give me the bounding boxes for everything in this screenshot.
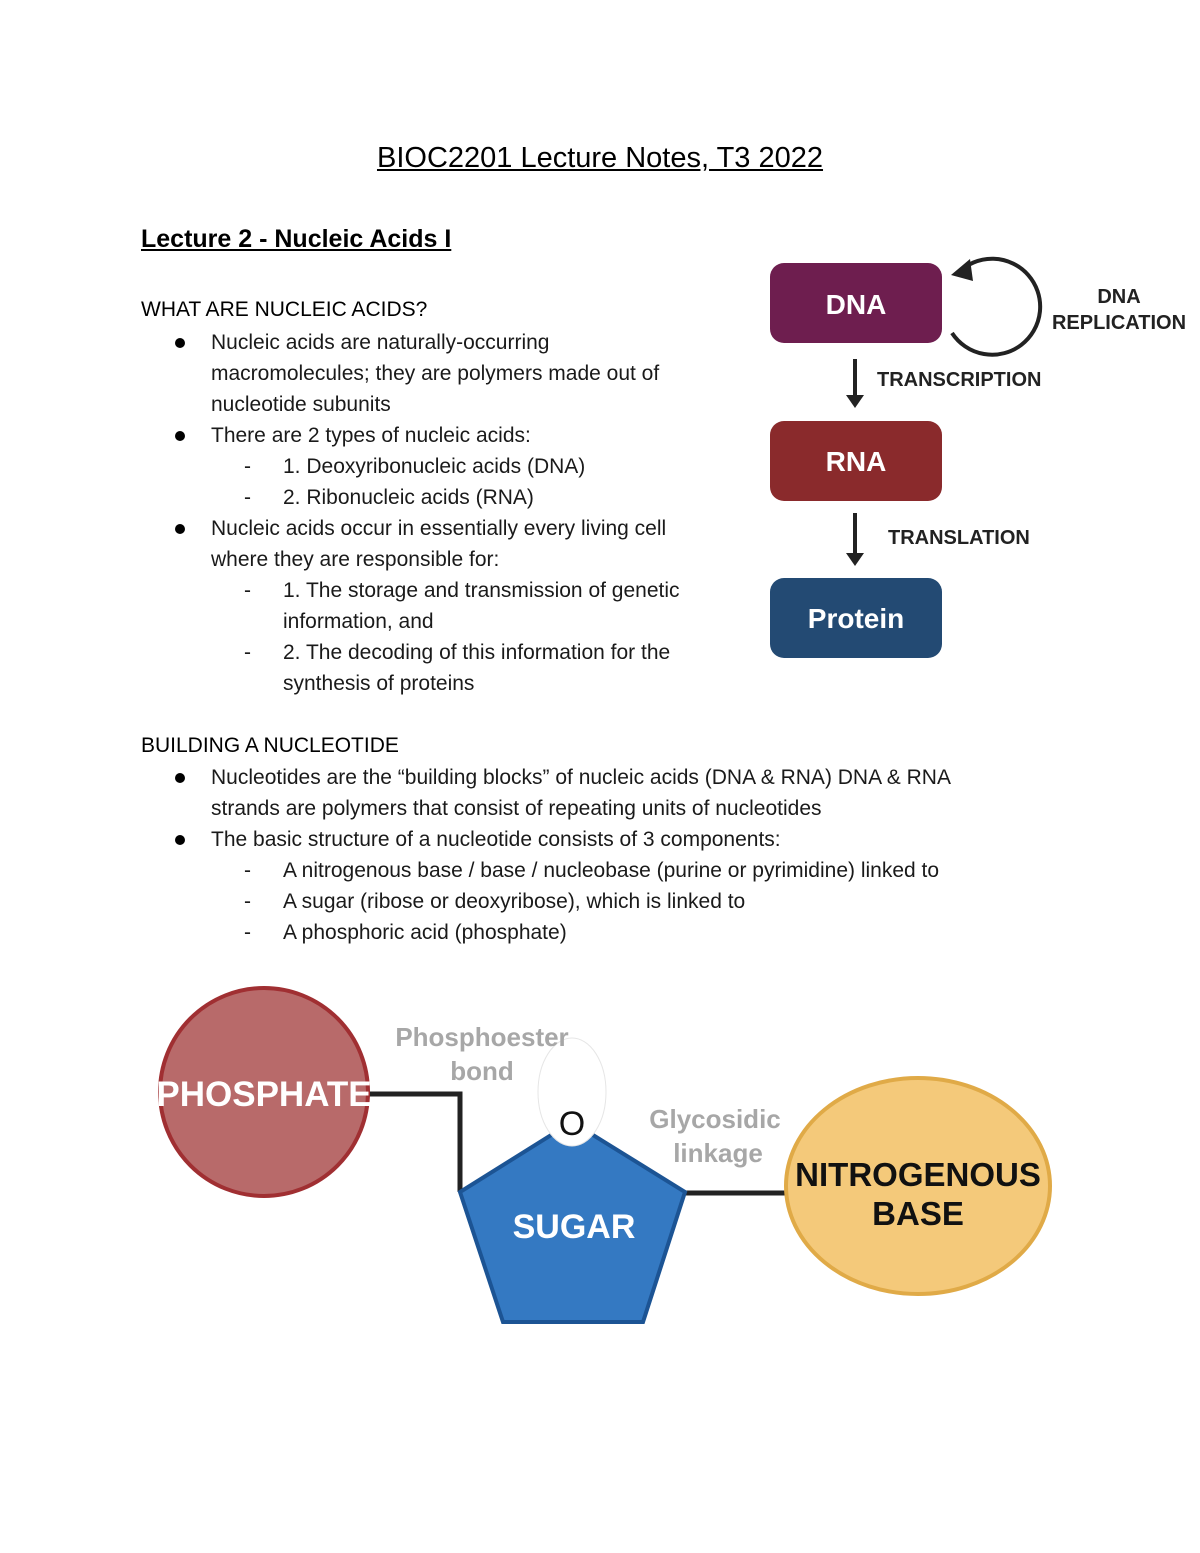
replication-loop-arrow bbox=[950, 256, 1043, 357]
bullet-text-line: strands are polymers that consist of rep… bbox=[211, 797, 822, 820]
nucleic-acids-list: Nucleic acids are naturally-occurring ma… bbox=[175, 327, 751, 699]
nucleotide-list: Nucleotides are the “building blocks” of… bbox=[175, 762, 1111, 948]
bullet-text-line: nucleotide subunits bbox=[211, 393, 391, 416]
bullet-icon bbox=[175, 773, 185, 783]
protein-box bbox=[770, 578, 942, 658]
phosphoester-bond-line bbox=[368, 1091, 463, 1192]
translation-arrowhead-icon bbox=[846, 553, 864, 566]
replication-label-line1: DNA bbox=[1097, 286, 1140, 308]
bullet-icon bbox=[175, 524, 185, 534]
document-title: BIOC2201 Lecture Notes, T3 2022 bbox=[376, 142, 824, 174]
sub-list-item: - 2. The decoding of this information fo… bbox=[244, 637, 751, 699]
rna-box bbox=[770, 421, 942, 501]
transcription-label: TRANSCRIPTION bbox=[877, 369, 1041, 391]
sub-text-line: A nitrogenous base / base / nucleobase (… bbox=[283, 859, 940, 882]
sub-text-line: A phosphoric acid (phosphate) bbox=[283, 921, 567, 944]
base-label-line2: BASE bbox=[872, 1195, 964, 1232]
bullet-text-line: Nucleic acids occur in essentially every… bbox=[211, 517, 667, 540]
bullet-text-line: macromolecules; they are polymers made o… bbox=[211, 362, 660, 385]
sugar-pentagon bbox=[457, 1119, 688, 1324]
bullet-icon bbox=[175, 835, 185, 845]
sub-text-line: information, and bbox=[283, 610, 434, 633]
bullet-icon bbox=[175, 338, 185, 348]
list-item: Nucleic acids occur in essentially every… bbox=[175, 513, 751, 699]
translation-label: TRANSLATION bbox=[888, 527, 1030, 549]
section-heading-building-nucleotide: BUILDING A NUCLEOTIDE bbox=[141, 734, 399, 757]
phosphoester-label-line1: Phosphoester bbox=[395, 1022, 568, 1052]
list-item: The basic structure of a nucleotide cons… bbox=[175, 824, 1111, 948]
phosphate-label: PHOSPHATE bbox=[156, 1075, 371, 1114]
sub-list-item: - A sugar (ribose or deoxyribose), which… bbox=[244, 886, 1111, 917]
base-label-line1: NITROGENOUS bbox=[795, 1156, 1041, 1193]
dash-marker: - bbox=[244, 859, 251, 882]
phosphoester-label-line2: bond bbox=[450, 1056, 514, 1086]
bullet-text-line: The basic structure of a nucleotide cons… bbox=[211, 828, 781, 851]
list-item: Nucleotides are the “building blocks” of… bbox=[175, 762, 1111, 824]
bullet-text-line: Nucleic acids are naturally-occurring bbox=[211, 331, 550, 354]
nucleotide-structure-diagram: PHOSPHATE O SUGAR NITROGENOUS BASE Phosp… bbox=[156, 986, 1052, 1324]
phosphate-circle bbox=[158, 986, 370, 1198]
sub-text-line: synthesis of proteins bbox=[283, 672, 475, 695]
sub-list-item: - 1. The storage and transmission of gen… bbox=[244, 575, 751, 637]
glycosidic-label-line1: Glycosidic bbox=[649, 1104, 781, 1134]
list-item: Nucleic acids are naturally-occurring ma… bbox=[175, 327, 751, 420]
protein-box-label: Protein bbox=[808, 603, 904, 634]
oxygen-bubble bbox=[537, 1037, 607, 1147]
dash-marker: - bbox=[244, 890, 251, 913]
sub-list-item: - 1. Deoxyribonucleic acids (DNA) bbox=[244, 451, 751, 482]
sub-text-line: 1. Deoxyribonucleic acids (DNA) bbox=[283, 455, 586, 478]
section-heading-nucleic-acids: WHAT ARE NUCLEIC ACIDS? bbox=[141, 298, 428, 321]
dash-marker: - bbox=[244, 579, 251, 602]
transcription-arrowhead-icon bbox=[846, 395, 864, 408]
oxygen-label: O bbox=[559, 1105, 585, 1143]
lecture-title: Lecture 2 - Nucleic Acids I bbox=[141, 225, 452, 253]
nitrogenous-base-circle bbox=[784, 1076, 1052, 1296]
sub-list-item: - A nitrogenous base / base / nucleobase… bbox=[244, 855, 1111, 886]
replication-arrowhead-icon bbox=[951, 259, 973, 281]
bullet-text-line: There are 2 types of nucleic acids: bbox=[211, 424, 531, 447]
rna-box-label: RNA bbox=[826, 446, 887, 477]
sub-text-line: 2. The decoding of this information for … bbox=[283, 641, 671, 664]
central-dogma-diagram: DNA DNA REPLICATION TRANSCRIPTION RNA TR… bbox=[770, 256, 1186, 658]
bullet-icon bbox=[175, 431, 185, 441]
dna-box bbox=[770, 263, 942, 343]
glycosidic-label-line2: linkage bbox=[673, 1138, 763, 1168]
list-item: There are 2 types of nucleic acids: - 1.… bbox=[175, 420, 751, 513]
sub-list-item: - 2. Ribonucleic acids (RNA) bbox=[244, 482, 751, 513]
dash-marker: - bbox=[244, 641, 251, 664]
dash-marker: - bbox=[244, 921, 251, 944]
dash-marker: - bbox=[244, 486, 251, 509]
sugar-label: SUGAR bbox=[513, 1208, 636, 1246]
dash-marker: - bbox=[244, 455, 251, 478]
dna-box-label: DNA bbox=[826, 289, 887, 320]
sub-text-line: A sugar (ribose or deoxyribose), which i… bbox=[283, 890, 746, 913]
bullet-text-line: where they are responsible for: bbox=[211, 548, 500, 571]
sub-text-line: 1. The storage and transmission of genet… bbox=[283, 579, 680, 602]
bullet-text-line: Nucleotides are the “building blocks” of… bbox=[211, 766, 951, 789]
sub-text-line: 2. Ribonucleic acids (RNA) bbox=[283, 486, 534, 509]
replication-label-line2: REPLICATION bbox=[1052, 312, 1186, 334]
sub-list-item: - A phosphoric acid (phosphate) bbox=[244, 917, 1111, 948]
